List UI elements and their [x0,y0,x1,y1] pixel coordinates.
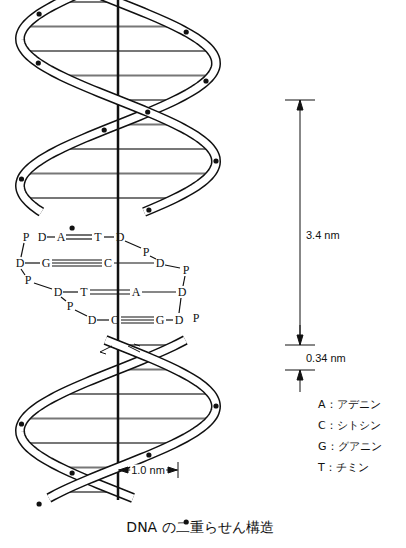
base-symbol: P [193,312,200,324]
dimension-label: 0.34 nm [305,353,347,364]
base-pair-rung [60,393,211,395]
arrowhead [168,467,177,473]
base-symbol: P [23,231,30,243]
strand-ribbon [49,340,216,498]
bond [165,265,180,268]
phosphate-dot [37,11,42,16]
phosphate-dot [213,158,218,163]
base-symbol: P [67,300,74,312]
legend-key: T：チミン [318,462,369,473]
base-symbol: A [57,231,66,243]
chemical-bonds [21,235,185,323]
legend-key: A：アデニン [318,399,381,410]
bond [125,241,141,248]
base-symbol: D [16,257,25,269]
bond [47,236,55,237]
dimension-lines [118,100,315,478]
direction-arrow [128,344,140,352]
base-symbol: D [156,257,165,269]
hydrogen-bond [66,238,92,239]
front-strand [20,0,219,507]
bond [104,236,114,237]
arrowhead [297,370,303,380]
base-pair-rung [60,74,211,76]
hydrogen-bond [121,319,154,320]
base-symbol: D [116,231,125,243]
base-symbol: T [80,286,87,298]
hydrogen-bond [52,265,102,266]
phosphate-dot [145,109,150,114]
bond [142,291,176,292]
hydrogen-bond [52,259,102,260]
base-symbol: P [25,274,32,286]
base-symbol: T [94,231,101,243]
base-symbol: D [178,286,187,298]
bond [166,319,173,320]
phosphate-dot [70,470,75,475]
phosphate-dot [102,127,107,132]
base-symbol: D [88,314,97,326]
base-pair-rung [25,442,176,444]
strand-ribbon [20,0,216,212]
phosphate-dot [19,421,24,426]
base-pair-rung [60,148,211,150]
bond [150,256,156,259]
base-symbol: D [38,231,47,243]
base-symbol: P [143,246,150,258]
base-symbol: C [104,257,112,269]
figure-caption: DNA の二重らせん構造 [126,520,273,534]
base-symbol: D [54,286,63,298]
hydrogen-bond [66,234,92,235]
phosphate-dot [70,225,75,230]
arrowhead [119,467,128,473]
base-symbol: P [183,264,190,276]
hydrogen-bond [52,262,102,263]
direction-arrow [100,346,112,354]
bond [21,269,25,275]
base-symbol: D [175,314,184,326]
dimension-line [300,100,301,345]
base-symbol: C [111,314,119,326]
bond [114,262,154,263]
dimension-label: 1.0 nm [130,465,166,476]
hydrogen-bond [90,289,130,290]
legend-key: C：シトシン [318,420,381,431]
phosphate-dot [146,207,151,212]
strand-outline [20,0,216,212]
phosphate-dot [37,501,42,506]
base-pair-rung [25,197,176,199]
hydrogen-bond [90,293,130,294]
bond [183,276,185,286]
bond [21,243,24,257]
bond [34,283,52,289]
helix-axis [117,0,120,500]
phosphate-dot [36,60,41,65]
bond [97,319,109,320]
dimension-line [300,325,301,345]
double-helix [19,0,216,525]
phosphate-dot [213,403,218,408]
base-pair-rung [25,25,176,27]
base-symbol: G [156,314,165,326]
base-symbol: G [42,257,51,269]
hydrogen-bond [121,316,154,317]
phosphate-dot [146,452,151,457]
strand-outline [49,340,216,498]
bond [25,262,40,263]
base-symbol: A [132,286,141,298]
bond [75,310,87,316]
legend-key: G：グアニン [318,441,382,452]
arrowhead [297,100,303,110]
hydrogen-bond [121,322,154,323]
dimension-label: 3.4 nm [305,230,341,241]
phosphate-dot [203,78,208,83]
bond [63,291,78,292]
phosphate-dot [184,29,189,34]
phosphate-dot [19,176,24,181]
bond [179,298,181,313]
